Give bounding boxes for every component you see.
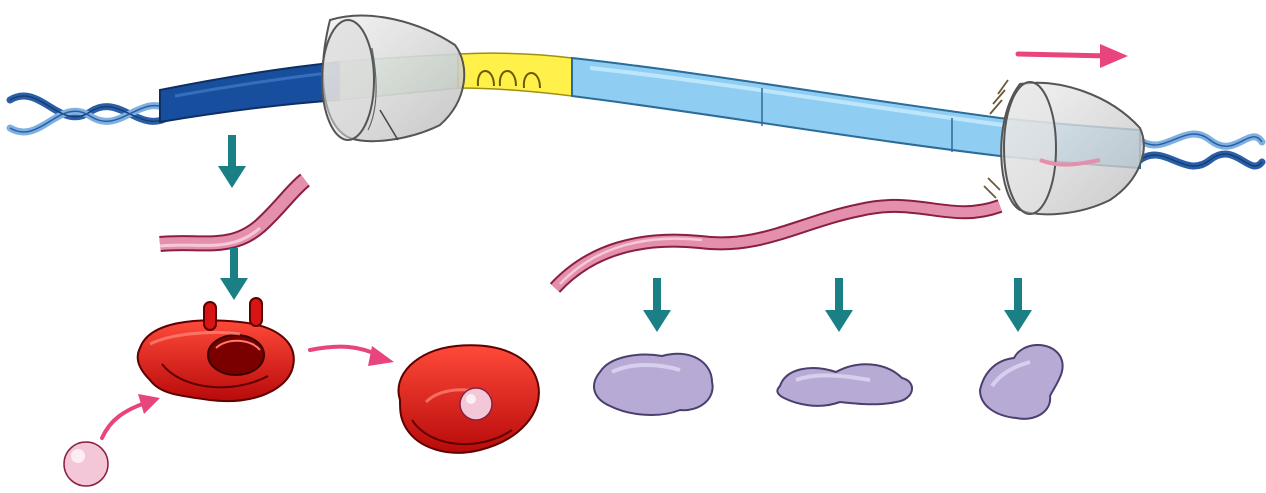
dna-helix-right <box>1140 134 1262 166</box>
protein-2 <box>777 364 912 406</box>
teal-arrow-down-icon <box>643 278 671 332</box>
teal-arrow-down-icon <box>220 248 248 300</box>
enzyme-bound <box>398 345 538 452</box>
rna-strand-short <box>160 180 305 246</box>
magenta-arrow-right-icon <box>310 346 394 366</box>
bound-ligand <box>460 388 492 420</box>
protein-1 <box>594 354 713 415</box>
dna-helix-left <box>10 96 170 132</box>
enzyme-open <box>138 298 294 401</box>
protein-3 <box>980 345 1063 419</box>
polymerase-right <box>1001 82 1144 214</box>
teal-arrow-down-icon <box>825 278 853 332</box>
free-ligand <box>64 442 108 486</box>
rna-strand-long <box>555 206 1000 288</box>
teal-arrow-down-icon <box>218 135 246 188</box>
magenta-curved-arrow-icon <box>102 394 160 438</box>
polymerase-left <box>322 16 464 142</box>
magenta-arrow-right-icon <box>1018 44 1128 68</box>
teal-arrow-down-icon <box>1004 278 1032 332</box>
